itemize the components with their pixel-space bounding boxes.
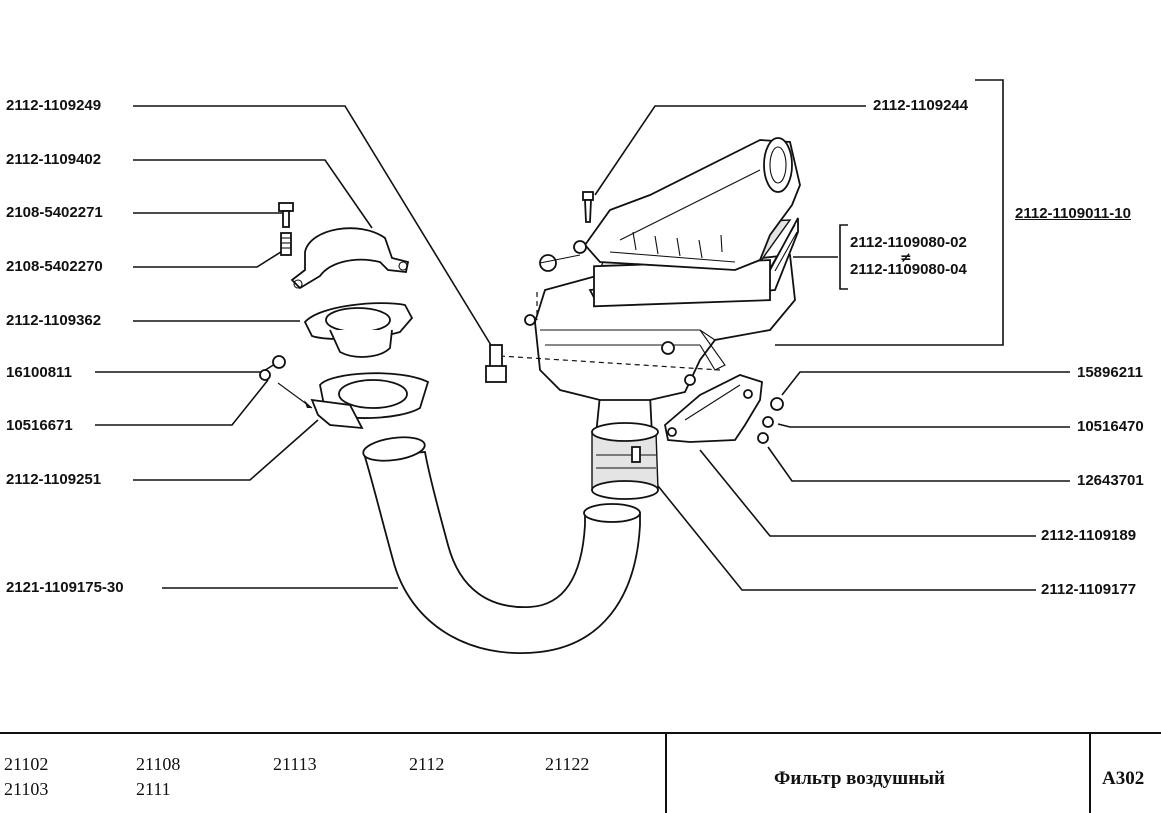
washer-nut-left — [259, 355, 313, 409]
heat-shield — [290, 227, 410, 290]
model-21102: 21102 — [4, 754, 49, 774]
gasket-1109362 — [303, 302, 414, 358]
callout-2108-5402271: 2108-5402271 — [6, 204, 103, 221]
callout-2112-1109177: 2112-1109177 — [1041, 581, 1137, 598]
model-21108: 21108 — [136, 754, 181, 774]
bracket-1109189 — [664, 374, 763, 443]
housing-outlet — [591, 394, 659, 500]
flange-1109251 — [310, 372, 430, 430]
callout-2112-1109362: 2112-1109362 — [6, 312, 102, 329]
callout-2112-1109080-02: 2112-1109080-02 — [850, 234, 967, 251]
washer-10516470 — [762, 416, 774, 428]
screw-5402270 — [280, 232, 292, 256]
callout-2112-1109080-04: 2112-1109080-04 — [850, 261, 967, 278]
callout-12643701: 12643701 — [1077, 472, 1144, 489]
callout-2112-1109249: 2112-1109249 — [6, 97, 102, 114]
callout-15896211: 15896211 — [1077, 364, 1143, 381]
model-21122: 21122 — [545, 754, 590, 774]
screw-5402271 — [278, 202, 294, 228]
callout-2112-1109011-10: 2112-1109011-10 — [1015, 205, 1131, 222]
page-title: Фильтр воздушный — [774, 768, 945, 789]
nut-15896211 — [770, 397, 784, 411]
callout-16100811: 16100811 — [6, 364, 72, 381]
callout-10516470: 10516470 — [1077, 418, 1144, 435]
callout-2112-1109189: 2112-1109189 — [1041, 527, 1137, 544]
not-equal-symbol: ≠ — [900, 250, 912, 266]
housing-bolt — [485, 344, 507, 383]
washer-12643701 — [757, 432, 769, 444]
footer-frame — [0, 732, 1161, 813]
cover-screw — [582, 191, 594, 223]
upper-cover — [539, 137, 801, 272]
callout-2112-1109402: 2112-1109402 — [6, 151, 102, 168]
model-2111: 2111 — [136, 779, 171, 799]
model-21103: 21103 — [4, 779, 49, 799]
callout-2112-1109244: 2112-1109244 — [873, 97, 969, 114]
callout-10516671: 10516671 — [6, 417, 73, 434]
callout-2112-1109251: 2112-1109251 — [6, 471, 102, 488]
callout-2108-5402270: 2108-5402270 — [6, 258, 103, 275]
model-21113: 21113 — [273, 754, 317, 774]
callout-2121-1109175-30: 2121-1109175-30 — [6, 579, 124, 596]
intake-pipe — [362, 436, 641, 654]
cover-ribs — [632, 231, 723, 259]
leader-lines-right — [594, 79, 1070, 591]
sheet-code: А302 — [1102, 768, 1145, 789]
model-2112: 2112 — [409, 754, 445, 774]
